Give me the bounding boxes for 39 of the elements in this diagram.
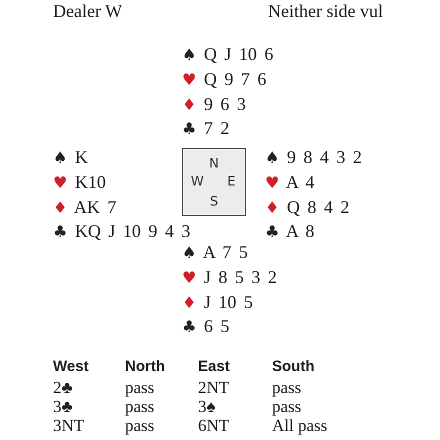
compass-direction: E bbox=[227, 176, 236, 188]
suit-holding: ♦ AK 7 bbox=[53, 196, 116, 218]
suit-holding: ♣ 6 5 bbox=[182, 316, 230, 338]
compass-box bbox=[182, 148, 246, 216]
auction-column-header: East bbox=[198, 358, 230, 376]
suit-holding: ♥ A 4 bbox=[265, 172, 314, 194]
suit-holding: ♠ Q J 10 6 bbox=[182, 44, 274, 66]
compass-direction: N bbox=[209, 157, 219, 170]
auction-bid: 2NT bbox=[198, 378, 230, 398]
suit-holding: ♠ 9 8 4 3 2 bbox=[265, 147, 362, 169]
suit-holding: ♣ KQ J 10 9 4 3 bbox=[53, 221, 190, 243]
compass-direction: W bbox=[190, 176, 204, 188]
suit-holding: ♥ Q 9 7 6 bbox=[182, 68, 266, 90]
auction-bid: pass bbox=[125, 416, 154, 436]
auction-bid: 3♠ bbox=[198, 396, 216, 418]
auction-bid: All pass bbox=[272, 416, 328, 436]
suit-holding: ♦ 9 6 3 bbox=[182, 94, 246, 116]
suit-holding: ♠ A 7 5 bbox=[182, 242, 248, 264]
auction-bid: 3♣ bbox=[53, 396, 73, 418]
suit-holding: ♠ K bbox=[53, 147, 88, 169]
auction-column-header: West bbox=[53, 358, 89, 376]
auction-bid: pass bbox=[125, 378, 154, 398]
auction-bid: 3NT bbox=[53, 416, 84, 436]
compass-direction: S bbox=[210, 195, 218, 208]
suit-holding: ♦ J 10 5 bbox=[182, 292, 253, 314]
auction-bid: 2♣ bbox=[53, 378, 73, 398]
auction-bid: pass bbox=[272, 378, 302, 398]
suit-holding: ♣ 7 2 bbox=[182, 118, 230, 140]
suit-holding: ♥ K10 bbox=[53, 172, 106, 194]
suit-holding: ♦ Q 8 4 2 bbox=[265, 196, 350, 218]
auction-bid: pass bbox=[272, 396, 302, 418]
auction-bid: pass bbox=[125, 396, 154, 418]
dealer-label: Dealer W bbox=[53, 1, 122, 23]
suit-holding: ♣ A 8 bbox=[265, 221, 314, 243]
auction-column-header: North bbox=[125, 358, 165, 376]
suit-holding: ♥ J 8 5 3 2 bbox=[182, 266, 277, 288]
auction-column-header: South bbox=[272, 358, 314, 376]
vulnerability-label: Neither side vul bbox=[268, 1, 383, 23]
auction-bid: 6NT bbox=[198, 416, 230, 436]
